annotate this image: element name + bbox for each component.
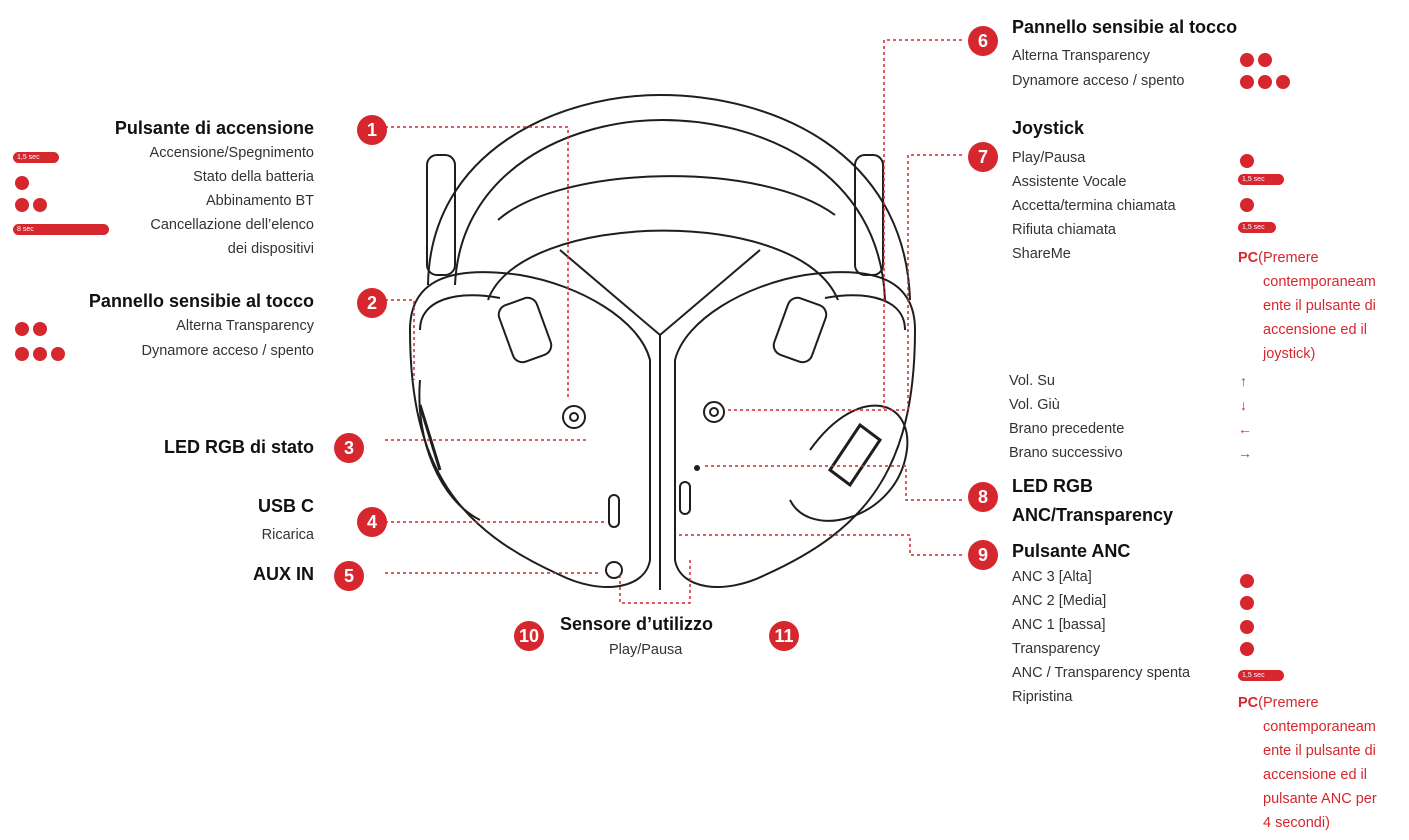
anc-item-3: ANC 1 [bassa]	[1012, 617, 1106, 633]
callout-number-10: 10	[514, 621, 544, 651]
led-anc-title-1: LED RGB	[1012, 476, 1093, 496]
power-item-3: Abbinamento BT	[205, 193, 314, 209]
press-dot	[33, 322, 47, 336]
press-1-5-sec-badge: 1,5 sec	[1238, 670, 1284, 681]
touch-right-item-1: Alterna Transparency	[1012, 48, 1150, 64]
anc-item-1: ANC 3 [Alta]	[1012, 569, 1092, 585]
press-dot	[15, 176, 29, 190]
arrow-right-icon: →	[1238, 445, 1252, 461]
press-8-sec-badge: 8 sec	[13, 224, 109, 235]
press-dot	[1240, 620, 1254, 634]
aux-in-title: AUX IN	[252, 564, 314, 584]
press-dot	[1276, 75, 1290, 89]
callout-number-11: 11	[769, 621, 799, 651]
press-dot	[15, 198, 29, 212]
pc-note-text: (Premere	[1258, 695, 1319, 711]
press-dot	[1240, 198, 1254, 212]
joystick-item-3: Accetta/termina chiamata	[1012, 198, 1176, 214]
press-dot	[51, 347, 65, 361]
pc-label: PC	[1238, 695, 1259, 711]
arrow-down-icon: ↓	[1240, 397, 1247, 413]
power-item-2: Stato della batteria	[193, 169, 314, 185]
usb-c-sub: Ricarica	[261, 527, 314, 543]
press-dot	[33, 347, 47, 361]
press-1-5-sec-badge: 1,5 sec	[1238, 174, 1284, 185]
press-1-5-sec-badge: 1,5 sec	[1238, 222, 1276, 233]
anc-item-5: ANC / Transparency spenta	[1012, 665, 1191, 681]
press-dot	[1240, 154, 1254, 168]
joystick-pc-note-4: accensione ed il	[1263, 322, 1367, 338]
joystick-pc-note-2: contemporaneam	[1263, 274, 1376, 290]
volume-up-label: Vol. Su	[1009, 373, 1055, 389]
press-dot	[1258, 75, 1272, 89]
anc-pc-note-3: ente il pulsante di	[1263, 743, 1376, 759]
press-dot	[1240, 53, 1254, 67]
power-item-5: dei dispositivi	[227, 241, 314, 257]
anc-pc-note-4: accensione ed il	[1263, 767, 1367, 783]
anc-item-4: Transparency	[1012, 641, 1101, 657]
touch-right-item-2: Dynamore acceso / spento	[1012, 73, 1185, 89]
callout-number-1: 1	[357, 115, 387, 145]
power-button-title: Pulsante di accensione	[114, 118, 314, 138]
callout-number-3: 3	[334, 433, 364, 463]
previous-track-label: Brano precedente	[1009, 421, 1125, 437]
joystick-item-1: Play/Pausa	[1012, 150, 1086, 166]
anc-pc-note-6: 4 secondi)	[1263, 815, 1330, 831]
press-dot	[1240, 642, 1254, 656]
joystick-pc-note-5: joystick)	[1263, 346, 1316, 362]
joystick-pc-note-3: ente il pulsante di	[1263, 298, 1376, 314]
next-track-label: Brano successivo	[1009, 445, 1123, 461]
callout-number-7: 7	[968, 142, 998, 172]
touch-left-item-1: Alterna Transparency	[176, 318, 314, 334]
anc-item-6: Ripristina	[1012, 689, 1073, 705]
callout-number-2: 2	[357, 288, 387, 318]
touch-panel-right-title: Pannello sensibie al tocco	[1012, 17, 1238, 37]
callout-number-4: 4	[357, 507, 387, 537]
arrow-up-icon: ↑	[1240, 373, 1247, 389]
usb-c-title: USB C	[257, 496, 314, 516]
press-dot	[15, 347, 29, 361]
press-dot	[1240, 574, 1254, 588]
callout-number-5: 5	[334, 561, 364, 591]
touch-panel-left-title: Pannello sensibie al tocco	[88, 291, 314, 311]
anc-item-2: ANC 2 [Media]	[1012, 593, 1107, 609]
pc-note-text: (Premere	[1258, 250, 1319, 266]
joystick-item-2: Assistente Vocale	[1012, 174, 1127, 190]
power-item-1: Accensione/Spegnimento	[149, 145, 314, 161]
anc-pc-note-5: pulsante ANC per	[1263, 791, 1377, 807]
callout-number-6: 6	[968, 26, 998, 56]
led-anc-title-2: ANC/Transparency	[1012, 505, 1174, 525]
anc-pc-note-1: PC(Premere	[1238, 691, 1319, 715]
anc-button-title: Pulsante ANC	[1012, 541, 1131, 561]
callout-number-9: 9	[968, 540, 998, 570]
press-1-5-sec-badge: 1,5 sec	[13, 152, 59, 163]
press-dot	[1240, 596, 1254, 610]
press-dot	[15, 322, 29, 336]
led-status-title: LED RGB di stato	[163, 437, 314, 457]
callout-number-8: 8	[968, 482, 998, 512]
usage-sensor-title: Sensore d’utilizzo	[560, 614, 714, 634]
joystick-item-4: Rifiuta chiamata	[1012, 222, 1116, 238]
usage-sensor-sub: Play/Pausa	[609, 642, 683, 658]
anc-pc-note-2: contemporaneam	[1263, 719, 1376, 735]
joystick-item-5: ShareMe	[1012, 246, 1071, 262]
pc-label: PC	[1238, 250, 1259, 266]
arrow-left-icon: ←	[1238, 421, 1252, 437]
press-dot	[33, 198, 47, 212]
power-item-4: Cancellazione dell’elenco	[150, 217, 314, 233]
press-dot	[1240, 75, 1254, 89]
touch-left-item-2: Dynamore acceso / spento	[141, 343, 314, 359]
volume-down-label: Vol. Giù	[1009, 397, 1060, 413]
joystick-pc-note-1: PC(Premere	[1238, 246, 1319, 270]
press-dot	[1258, 53, 1272, 67]
joystick-title: Joystick	[1012, 118, 1085, 138]
